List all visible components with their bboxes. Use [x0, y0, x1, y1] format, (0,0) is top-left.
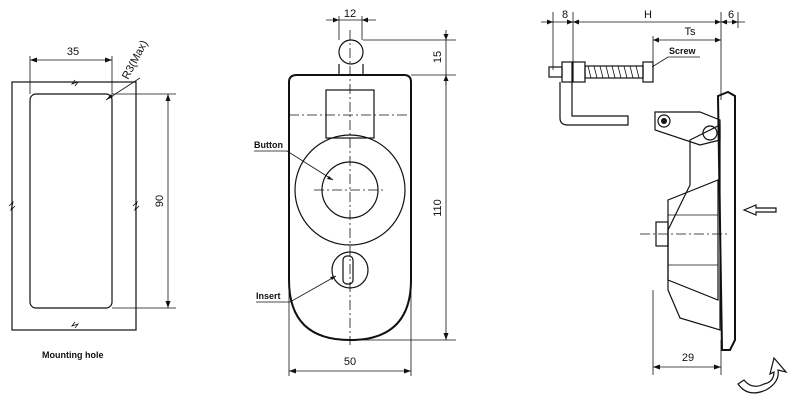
rod-tip	[548, 66, 563, 78]
break-mark-left	[8, 200, 16, 212]
dim-label-radius: R3(Max)	[120, 39, 150, 82]
dim-label-29: 29	[682, 352, 694, 364]
threaded-rod	[584, 65, 644, 79]
break-mark-bottom	[70, 321, 80, 329]
dim-label-8: 8	[562, 9, 568, 21]
bracket	[559, 82, 629, 126]
label-button: Button	[254, 140, 283, 150]
housing-body	[667, 124, 721, 331]
label-screw: Screw	[669, 46, 697, 56]
label-insert: Insert	[256, 291, 281, 301]
mounting-hole-caption: Mounting hole	[42, 350, 103, 360]
break-mark-right	[132, 200, 140, 212]
dim-label-35: 35	[67, 46, 79, 58]
front-view: 12 15 110 50 Button Insert	[254, 8, 456, 376]
mounting-hole-cutout	[29, 93, 113, 309]
break-mark-top	[70, 79, 80, 87]
dim-label-110: 110	[432, 199, 444, 217]
rotate-arrow-icon	[737, 356, 788, 394]
nut-left-2	[572, 61, 586, 83]
leader-screw	[651, 56, 700, 68]
dim-label-50: 50	[344, 356, 356, 368]
dim-label-12: 12	[344, 8, 356, 20]
mounting-hole-view: 35 R3(Max) 90 Mounting hole	[8, 39, 176, 360]
cone-body	[667, 179, 719, 301]
dim-label-15: 15	[432, 51, 444, 63]
mounting-plate	[716, 90, 736, 351]
pivot-left	[657, 114, 671, 128]
dim-label-90: 90	[154, 195, 166, 207]
dim-label-ts: Ts	[685, 26, 697, 38]
nut-left	[561, 61, 573, 83]
leader-button	[254, 150, 334, 181]
side-view: 8 H 6 Ts Screw	[541, 9, 788, 394]
insert-key-slot	[342, 255, 354, 285]
nut-right	[642, 61, 654, 83]
leader-insert	[256, 275, 337, 303]
dim-label-6: 6	[728, 9, 734, 21]
front-body-outline	[288, 74, 412, 342]
top-ring	[338, 39, 364, 65]
dim-label-h: H	[644, 9, 652, 21]
push-arrow-icon	[742, 204, 777, 216]
